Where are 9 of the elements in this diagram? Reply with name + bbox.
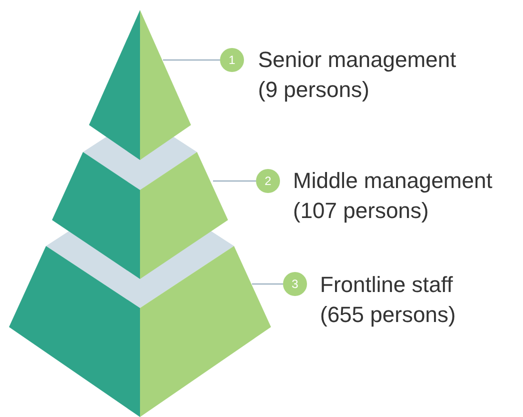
tier-description: Middle management (107 persons) [293,167,494,225]
leader-line [213,180,256,182]
callout-number: 3 [283,272,307,296]
tier-description: Frontline staff (655 persons) [320,271,457,329]
leader-line [163,59,220,61]
tier-description: Senior management (9 persons) [258,46,458,104]
callout-number: 2 [256,169,280,193]
callout-number: 1 [220,48,244,72]
leader-line [252,283,283,285]
